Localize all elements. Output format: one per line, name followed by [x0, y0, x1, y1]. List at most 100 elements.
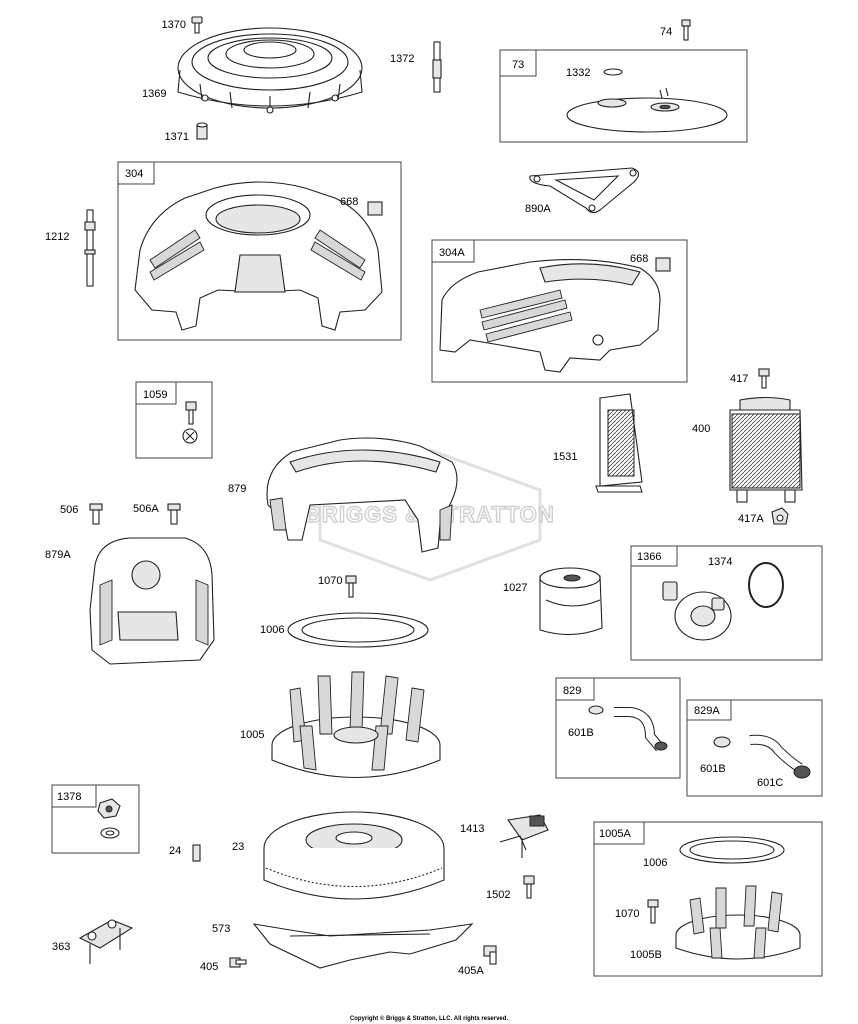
group-box-829A — [686, 699, 823, 797]
label-400: 400 — [692, 423, 710, 435]
label-1059: 1059 — [143, 389, 167, 401]
label-1378: 1378 — [57, 791, 81, 803]
group-box-1378-tab — [51, 784, 97, 808]
rotating-screen-73 — [566, 87, 728, 133]
screw-1070-b — [647, 899, 659, 924]
label-405A: 405A — [458, 965, 484, 977]
label-1070-a: 1070 — [318, 575, 342, 587]
fitting-417A — [771, 507, 789, 525]
group-box-304-tab — [117, 161, 155, 185]
screw-1070-a — [345, 575, 357, 598]
cover-879A — [89, 537, 215, 665]
label-1374: 1374 — [708, 556, 732, 568]
grille-1369 — [177, 27, 363, 114]
label-601C: 601C — [757, 777, 783, 789]
screw-1370 — [191, 16, 203, 34]
screw-1502 — [523, 875, 535, 899]
label-1531: 1531 — [553, 451, 577, 463]
label-668-a: 668 — [340, 196, 358, 208]
shroud-879 — [266, 437, 458, 553]
label-890A: 890A — [525, 203, 551, 215]
blower-housing-304A — [439, 259, 661, 373]
label-506A: 506A — [133, 503, 159, 515]
fan-1005 — [271, 671, 441, 779]
group-box-304 — [117, 161, 402, 341]
bracket-890A — [529, 167, 640, 214]
copyright-text: Copyright © Briggs & Stratton, LLC. All … — [350, 1015, 509, 1022]
blower-housing-304 — [134, 181, 383, 331]
plate-1006-a — [287, 612, 429, 648]
label-1027: 1027 — [503, 582, 527, 594]
hose-829 — [588, 705, 668, 752]
group-box-829 — [555, 677, 681, 779]
group-box-73-tab — [499, 49, 537, 77]
fan-1005B — [675, 885, 801, 960]
screw-405 — [229, 957, 247, 968]
label-1212: 1212 — [45, 231, 69, 243]
label-1369: 1369 — [142, 88, 166, 100]
label-304: 304 — [125, 168, 143, 180]
label-601B-a: 601B — [568, 727, 594, 739]
label-1005A: 1005A — [599, 828, 631, 840]
group-box-1366 — [630, 545, 823, 661]
label-23: 23 — [232, 841, 244, 853]
label-1502: 1502 — [486, 889, 510, 901]
label-1006-b: 1006 — [643, 857, 667, 869]
screw-506 — [89, 503, 103, 525]
screw-506A — [167, 503, 181, 525]
screw-74 — [681, 19, 691, 41]
group-box-304A-tab — [431, 239, 475, 263]
label-24: 24 — [169, 845, 181, 857]
label-1332: 1332 — [566, 67, 590, 79]
label-668-b: 668 — [630, 253, 648, 265]
screw-kit-1059 — [182, 401, 198, 444]
label-879: 879 — [228, 483, 246, 495]
washer-1332 — [603, 68, 623, 76]
label-1005B: 1005B — [630, 949, 662, 961]
screw-405A — [483, 945, 497, 965]
label-417: 417 — [730, 373, 748, 385]
plate-1006-b — [679, 836, 785, 864]
label-506: 506 — [60, 504, 78, 516]
group-box-1005A — [593, 821, 823, 977]
oil-cooler-400 — [729, 396, 803, 503]
label-1006-a: 1006 — [260, 624, 284, 636]
clip-668-a — [367, 201, 383, 216]
label-1005: 1005 — [240, 729, 264, 741]
label-1371: 1371 — [165, 131, 189, 143]
group-box-1059-tab — [135, 381, 177, 405]
label-1372: 1372 — [390, 53, 414, 65]
label-363: 363 — [52, 941, 70, 953]
oring-1374 — [748, 562, 784, 608]
terminal-block-363 — [78, 919, 134, 964]
label-829: 829 — [563, 685, 581, 697]
label-405: 405 — [200, 961, 218, 973]
filter-adapter-1366 — [662, 581, 732, 641]
label-829A: 829A — [694, 705, 720, 717]
label-573: 573 — [212, 923, 230, 935]
label-74: 74 — [660, 26, 672, 38]
baffle-1531 — [595, 393, 643, 493]
spacer-1371 — [196, 122, 208, 140]
key-24 — [192, 844, 201, 862]
group-box-1366-tab — [630, 545, 678, 567]
nut-washer-1378 — [97, 798, 121, 839]
sensor-1413 — [499, 814, 549, 858]
label-1366: 1366 — [637, 551, 661, 563]
label-73: 73 — [512, 59, 524, 71]
group-box-829A-tab — [686, 699, 732, 721]
shield-573 — [252, 923, 474, 969]
group-box-829-tab — [555, 677, 595, 701]
label-304A: 304A — [439, 247, 465, 259]
label-417A: 417A — [738, 513, 764, 525]
hose-829A — [713, 734, 811, 779]
group-box-1005A-tab — [593, 821, 645, 845]
screw-417 — [758, 368, 770, 389]
label-1070-b: 1070 — [615, 908, 639, 920]
label-1413: 1413 — [460, 823, 484, 835]
clip-668-b — [655, 257, 671, 272]
stud-1212 — [84, 209, 96, 287]
flywheel-23 — [263, 811, 445, 900]
stud-1372 — [432, 41, 442, 93]
